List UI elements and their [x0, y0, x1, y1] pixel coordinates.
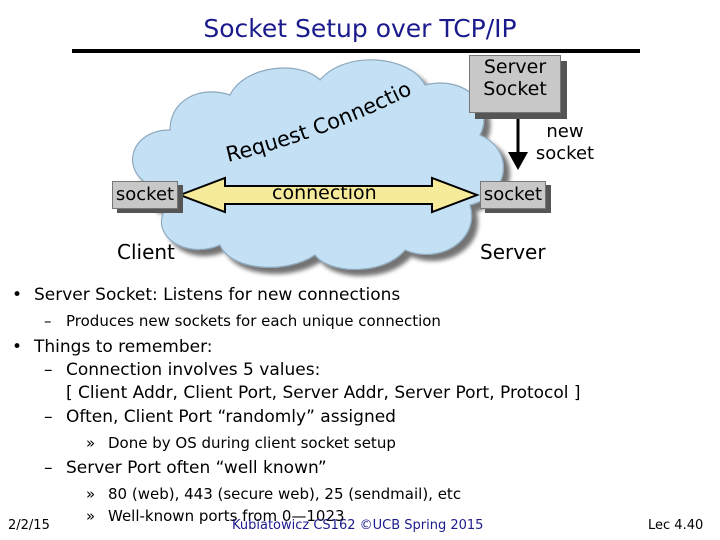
new-socket-line2: socket	[535, 143, 595, 164]
footer-page: Lec 4.40	[648, 518, 704, 533]
bullet-2-1-text: Connection involves 5 values:	[66, 360, 321, 380]
sub-marker: »	[86, 507, 96, 525]
sub-marker: »	[86, 485, 96, 503]
bullet-2-1-cont: [ Client Addr, Client Port, Server Addr,…	[66, 383, 581, 403]
dash-marker: –	[44, 360, 53, 380]
dash-marker: –	[44, 312, 52, 330]
footer-center: Kubiatowicz CS162 ©UCB Spring 2015	[232, 518, 484, 533]
new-socket-label: new socket	[530, 121, 600, 165]
footer-date: 2/2/15	[8, 518, 50, 533]
bullet-2-1: –Connection involves 5 values:	[44, 360, 320, 380]
bullet-2-2-text: Often, Client Port “randomly” assigned	[66, 407, 396, 427]
server-socket-box: Server Socket	[469, 55, 561, 113]
bullet-2-3-text: Server Port often “well known”	[66, 458, 327, 478]
bullet-2-3-1: » 80 (web), 443 (secure web), 25 (sendmai…	[86, 485, 461, 503]
bullet-marker: •	[12, 285, 23, 305]
bullet-1-1: –Produces new sockets for each unique co…	[44, 312, 441, 330]
bullet-2-3-1-text: 80 (web), 443 (secure web), 25 (sendmail…	[108, 485, 462, 503]
bullet-1: • Server Socket: Listens for new connecti…	[12, 285, 400, 305]
title-underline	[72, 49, 640, 53]
bullet-2-2-1: » Done by OS during client socket setup	[86, 434, 396, 452]
server-socket-line1: Server	[483, 56, 547, 78]
bullet-2-text: Things to remember:	[34, 337, 213, 357]
new-socket-line1: new	[546, 121, 584, 142]
dash-marker: –	[44, 407, 53, 427]
bullet-2-3-2-text: Well-known ports from 0—1023	[108, 507, 345, 525]
bullet-1-1-text: Produces new sockets for each unique con…	[66, 312, 441, 330]
server-label: Server	[480, 240, 546, 264]
bullet-2-2: –Often, Client Port “randomly” assigned	[44, 407, 396, 427]
sub-marker: »	[86, 434, 96, 452]
dash-marker: –	[44, 458, 53, 478]
bullet-2: • Things to remember:	[12, 337, 213, 357]
bullet-marker: •	[12, 337, 23, 357]
slide-title: Socket Setup over TCP/IP	[203, 14, 517, 43]
client-socket-box: socket	[112, 181, 178, 209]
server-socket-line2: Socket	[483, 78, 547, 100]
bullet-1-text: Server Socket: Listens for new connectio…	[34, 285, 401, 305]
connection-arrow	[177, 176, 480, 214]
bullet-2-3: –Server Port often “well known”	[44, 458, 327, 478]
connection-label: connection	[272, 182, 377, 204]
new-socket-arrowhead	[508, 152, 528, 170]
network-cloud	[132, 59, 504, 271]
bullet-2-2-1-text: Done by OS during client socket setup	[108, 434, 396, 452]
bullet-2-3-2: » Well-known ports from 0—1023	[86, 507, 345, 525]
server-side-socket-box: socket	[480, 181, 546, 209]
client-label: Client	[117, 240, 175, 264]
